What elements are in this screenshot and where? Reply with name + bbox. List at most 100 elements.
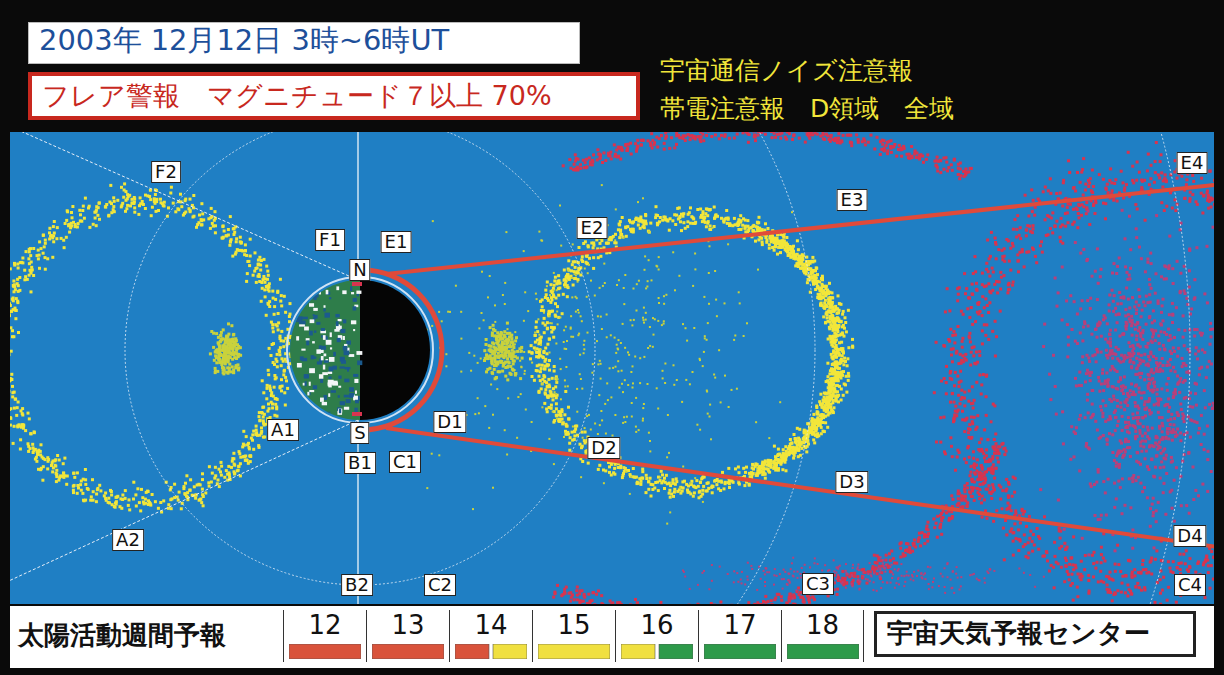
particle-dot xyxy=(738,471,741,474)
particle-dot xyxy=(828,298,831,301)
particle-dot xyxy=(752,464,755,467)
particle-dot xyxy=(543,402,546,405)
particle-dot xyxy=(821,284,824,287)
particle-dot xyxy=(838,385,841,388)
particle-dot xyxy=(834,309,837,312)
particle-dot xyxy=(44,239,47,242)
particle-dot xyxy=(820,406,823,409)
particle-dot xyxy=(641,470,644,473)
particle-dot xyxy=(552,336,555,339)
particle-dot xyxy=(542,374,545,377)
particle-dot xyxy=(547,378,550,381)
particle-dot xyxy=(514,372,517,375)
particle-dot xyxy=(505,347,508,350)
particle-dot xyxy=(592,267,595,270)
particle-dot xyxy=(552,421,555,424)
particle-dot xyxy=(495,337,498,340)
particle-dot xyxy=(668,229,671,232)
particle-dot xyxy=(781,239,784,242)
particle-dot xyxy=(632,220,635,223)
particle-dot xyxy=(785,453,788,456)
particle-dot xyxy=(820,426,823,429)
particle-dot xyxy=(682,221,685,224)
particle-dot xyxy=(846,364,849,367)
particle-dot xyxy=(837,400,840,403)
particle-dot xyxy=(792,452,795,455)
particle-dot xyxy=(774,459,777,462)
particle-dot xyxy=(548,369,551,372)
particle-dot xyxy=(544,365,547,368)
particle-dot xyxy=(712,485,715,488)
particle-dot xyxy=(539,370,542,373)
particle-dot xyxy=(535,326,538,329)
particle-dot xyxy=(806,281,809,284)
particle-dot xyxy=(492,328,495,331)
particle-dot xyxy=(756,221,759,224)
particle-dot xyxy=(748,484,751,487)
particle-dot xyxy=(830,396,833,399)
particle-dot xyxy=(824,398,827,401)
particle-dot xyxy=(656,222,659,225)
particle-dot xyxy=(752,224,755,227)
particle-dot xyxy=(700,214,703,217)
particle-dot xyxy=(792,250,795,253)
particle-dot xyxy=(801,264,804,267)
particle-dot xyxy=(541,355,544,358)
particle-dot xyxy=(844,321,847,324)
particle-dot xyxy=(531,352,534,355)
particle-dot xyxy=(567,406,570,409)
particle-dot xyxy=(681,490,684,493)
particle-dot xyxy=(509,372,512,375)
particle-dot xyxy=(585,255,588,258)
particle-dot xyxy=(830,386,833,389)
particle-dot xyxy=(692,485,695,488)
particle-dot xyxy=(675,477,678,480)
particle-dot xyxy=(540,387,543,390)
particle-dot xyxy=(797,265,800,268)
particle-dot xyxy=(831,382,834,385)
particle-dot xyxy=(782,448,785,451)
particle-dot xyxy=(561,312,564,315)
particle-dot xyxy=(95,224,98,227)
particle-dot xyxy=(709,225,712,228)
particle-dot xyxy=(847,379,850,382)
particle-dot xyxy=(815,267,818,270)
particle-dot xyxy=(622,466,625,469)
particle-dot xyxy=(819,293,822,296)
particle-dot xyxy=(584,431,587,434)
particle-dot xyxy=(582,242,585,245)
particle-dot xyxy=(673,488,676,491)
particle-dot xyxy=(504,366,507,369)
particle-dot xyxy=(497,344,500,347)
particle-dot xyxy=(845,330,848,333)
particle-dot xyxy=(506,322,509,325)
particle-dot xyxy=(497,370,500,373)
particle-dot xyxy=(19,448,22,451)
particle-dot xyxy=(579,443,582,446)
particle-dot xyxy=(781,468,784,471)
particle-dot xyxy=(794,258,797,261)
particle-dot xyxy=(493,368,496,371)
particle-dot xyxy=(679,220,682,223)
particle-dot xyxy=(553,365,556,368)
particle-dot xyxy=(777,461,780,464)
particle-dot xyxy=(761,467,764,470)
particle-dot xyxy=(552,295,555,298)
particle-dot xyxy=(832,399,835,402)
particle-dot xyxy=(540,367,543,370)
particle-dot xyxy=(737,481,740,484)
particle-dot xyxy=(671,219,674,222)
particle-dot xyxy=(824,294,827,297)
particle-dot xyxy=(575,425,578,428)
particle-dot xyxy=(682,215,685,218)
particle-dot xyxy=(573,435,576,438)
particle-dot xyxy=(644,222,647,225)
particle-dot xyxy=(827,338,830,341)
particle-dot xyxy=(686,225,689,228)
particle-dot xyxy=(692,495,695,498)
particle-dot xyxy=(501,370,504,373)
particle-dot xyxy=(655,214,658,217)
particle-dot xyxy=(521,357,524,360)
particle-dot xyxy=(844,316,847,319)
particle-dot xyxy=(832,357,835,360)
